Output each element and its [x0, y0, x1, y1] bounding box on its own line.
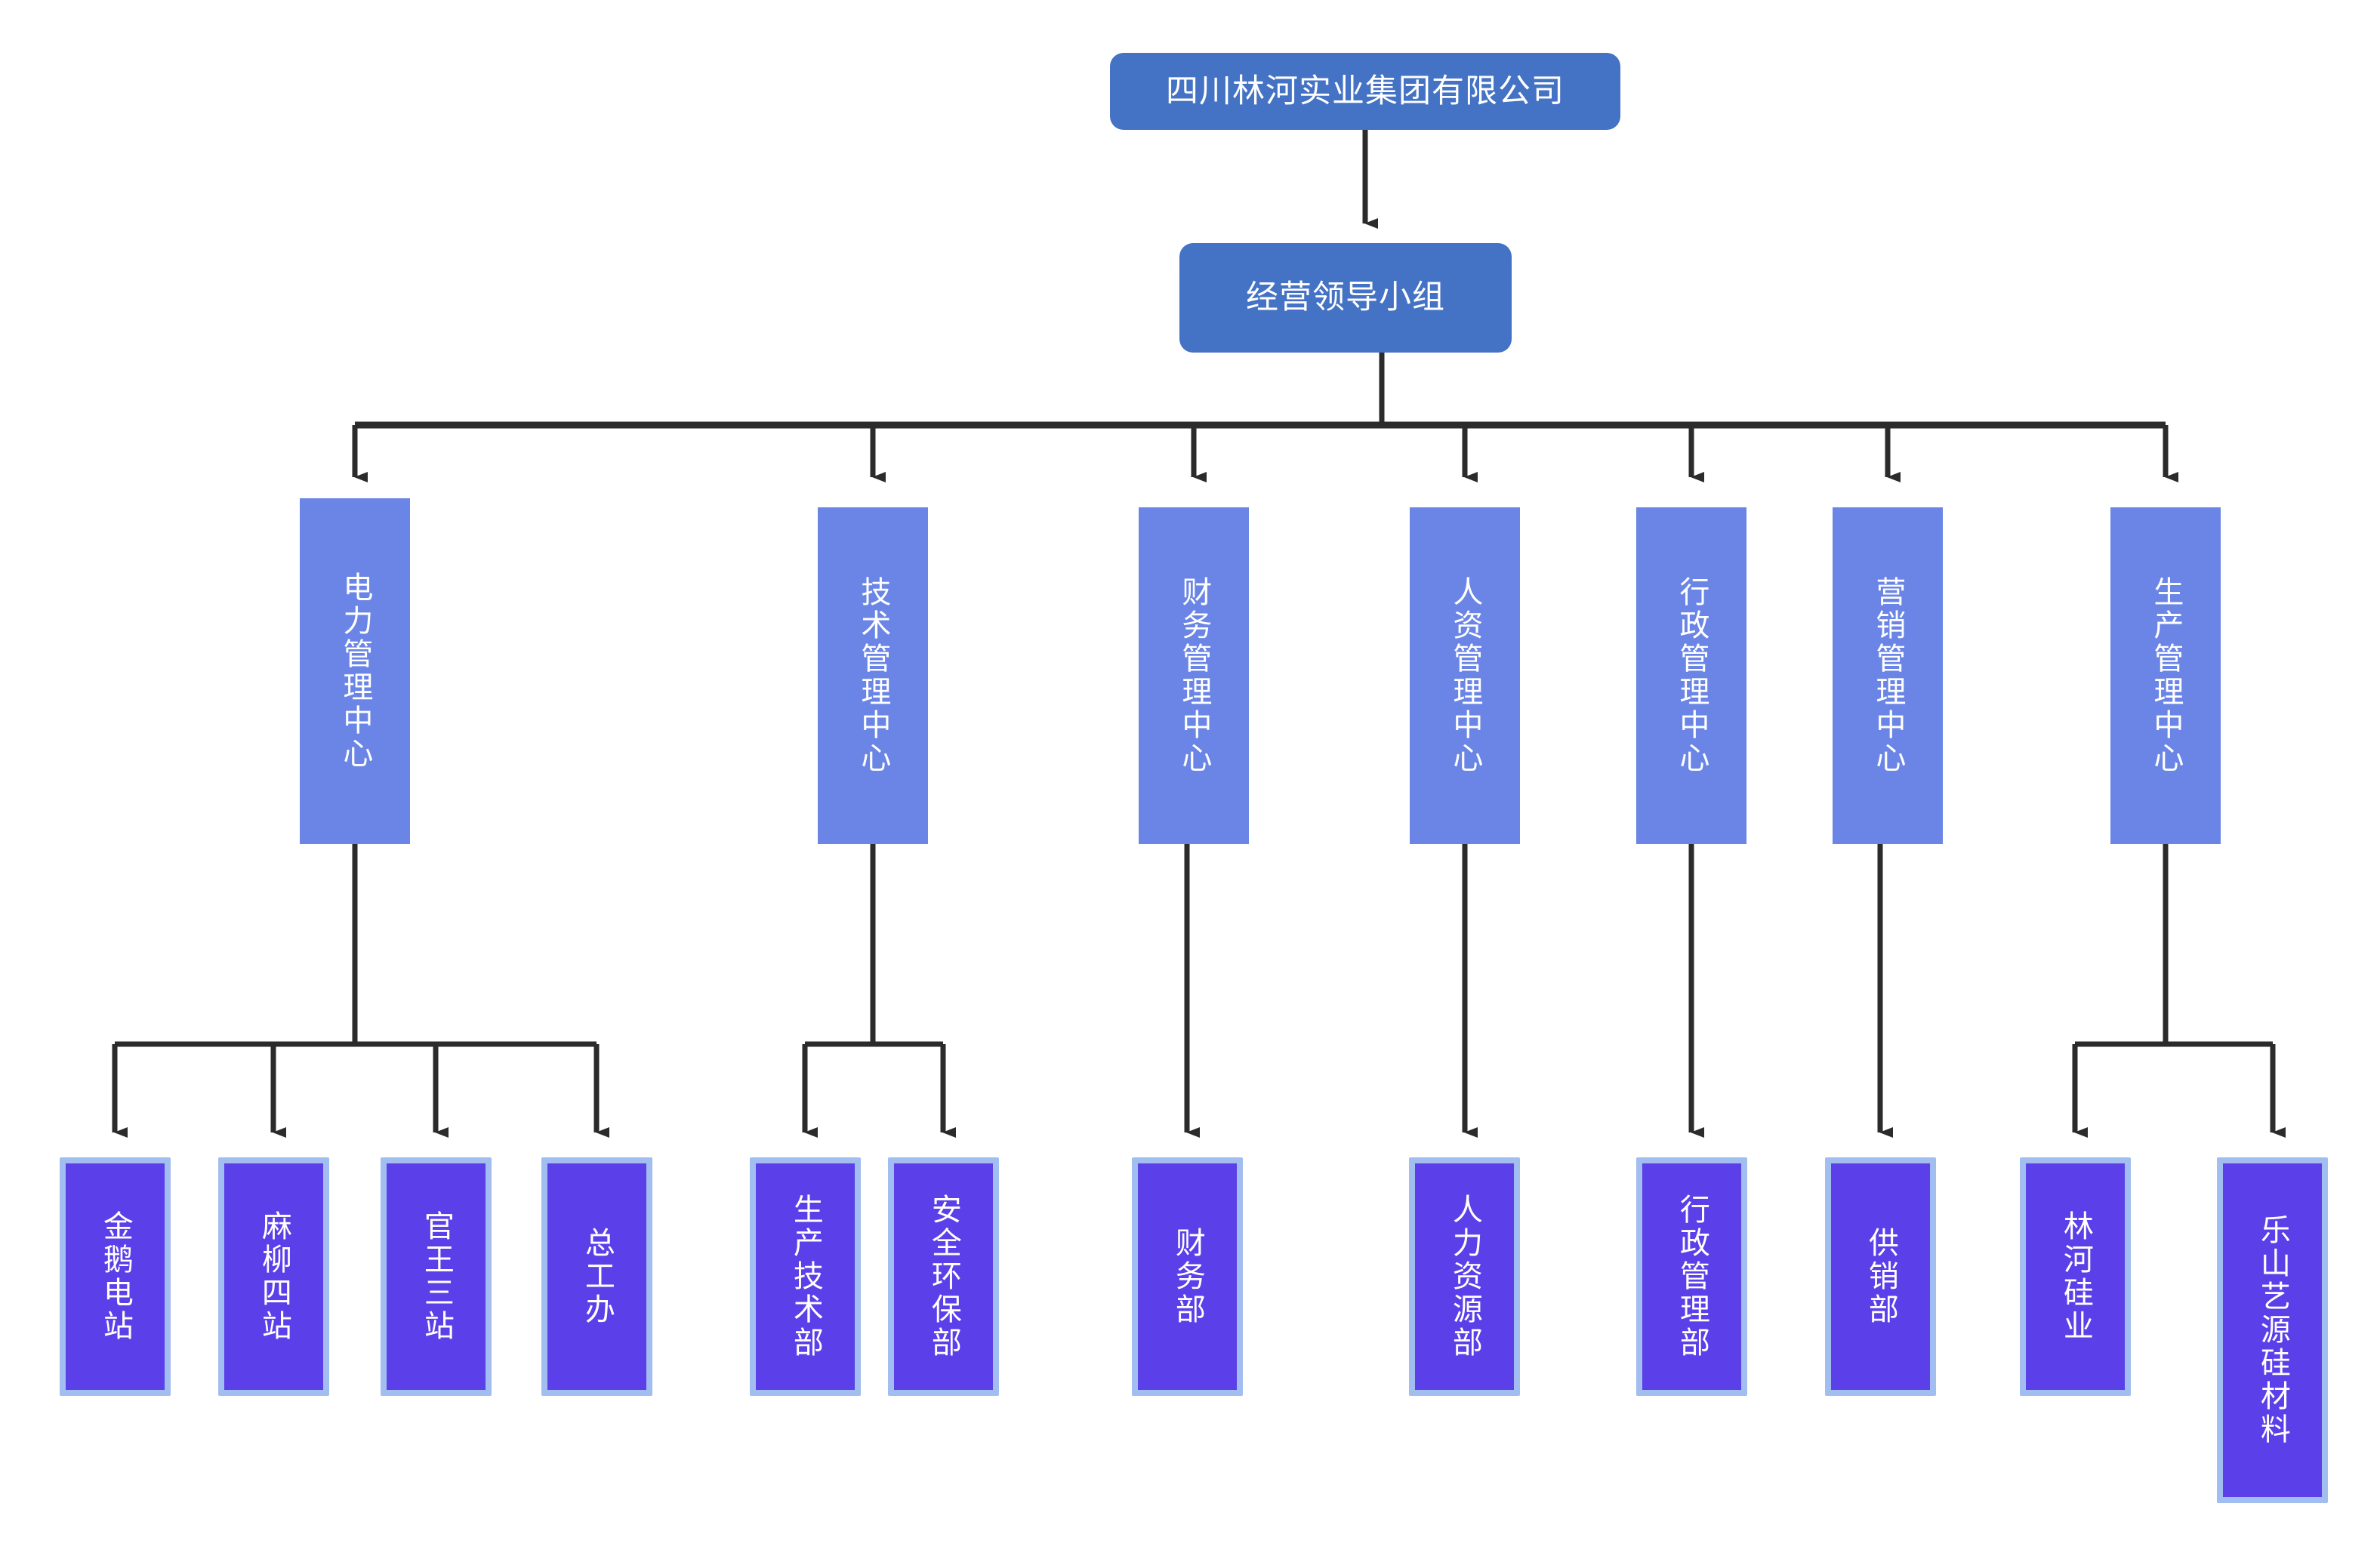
node-label: 总工办 — [580, 1227, 614, 1326]
node-label: 行政管理部 — [1675, 1194, 1709, 1360]
node-group-company[interactable]: 四川林河实业集团有限公司 — [1110, 53, 1620, 130]
node-supply-marketing-dept[interactable]: 供销部 — [1825, 1157, 1936, 1396]
node-label: 四川林河实业集团有限公司 — [1166, 72, 1565, 109]
node-label: 财务管理中心 — [1177, 576, 1211, 775]
node-label: 技术管理中心 — [856, 576, 890, 775]
node-technology-management-center[interactable]: 技术管理中心 — [818, 507, 928, 844]
node-label: 安全环保部 — [926, 1194, 960, 1360]
node-label: 营销管理中心 — [1871, 576, 1905, 775]
node-label: 人力资源部 — [1447, 1194, 1481, 1360]
node-label: 行政管理中心 — [1675, 576, 1709, 775]
node-hr-management-center[interactable]: 人资管理中心 — [1410, 507, 1520, 844]
node-guanwang-third-station[interactable]: 官王三站 — [381, 1157, 492, 1396]
node-label: 经营领导小组 — [1246, 279, 1445, 316]
node-label: 生产技术部 — [788, 1194, 822, 1360]
node-maliu-fourth-station[interactable]: 麻柳四站 — [218, 1157, 329, 1396]
node-leshan-yiyuan-silicon-material[interactable]: 乐山艺源硅材料 — [2217, 1157, 2328, 1503]
node-administration-dept[interactable]: 行政管理部 — [1636, 1157, 1747, 1396]
node-jin-e-power-station[interactable]: 金鹅电站 — [60, 1157, 171, 1396]
node-production-technology-dept[interactable]: 生产技术部 — [750, 1157, 861, 1396]
node-label: 麻柳四站 — [257, 1210, 291, 1343]
node-safety-environment-dept[interactable]: 安全环保部 — [888, 1157, 999, 1396]
node-human-resources-dept[interactable]: 人力资源部 — [1409, 1157, 1520, 1396]
node-finance-dept[interactable]: 财务部 — [1132, 1157, 1243, 1396]
node-finance-management-center[interactable]: 财务管理中心 — [1139, 507, 1249, 844]
node-label: 电力管理中心 — [338, 572, 372, 771]
node-label: 乐山艺源硅材料 — [2255, 1214, 2289, 1447]
node-production-management-center[interactable]: 生产管理中心 — [2110, 507, 2221, 844]
node-leadership-group[interactable]: 经营领导小组 — [1179, 243, 1512, 353]
node-power-management-center[interactable]: 电力管理中心 — [300, 498, 410, 844]
node-label: 林河硅业 — [2058, 1210, 2092, 1343]
node-chief-engineer-office[interactable]: 总工办 — [541, 1157, 652, 1396]
node-label: 生产管理中心 — [2149, 576, 2183, 775]
node-label: 人资管理中心 — [1448, 576, 1482, 775]
node-label: 供销部 — [1864, 1227, 1898, 1326]
node-administration-management-center[interactable]: 行政管理中心 — [1636, 507, 1746, 844]
node-linhe-silicon-industry[interactable]: 林河硅业 — [2020, 1157, 2131, 1396]
node-marketing-management-center[interactable]: 营销管理中心 — [1833, 507, 1943, 844]
node-label: 金鹅电站 — [98, 1210, 132, 1343]
node-label: 财务部 — [1170, 1227, 1204, 1326]
node-label: 官王三站 — [419, 1210, 453, 1343]
